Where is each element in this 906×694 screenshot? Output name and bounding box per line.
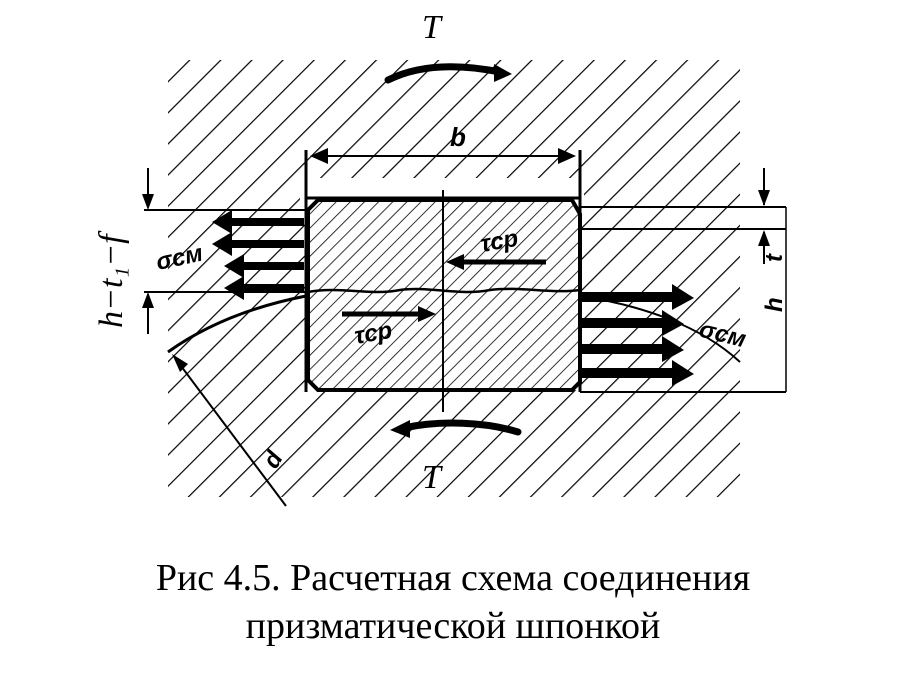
hub-slot-gap xyxy=(300,178,584,200)
shear-arrow-bottom xyxy=(342,306,436,322)
left-stress-arrows xyxy=(212,210,304,300)
shaft-radius xyxy=(172,354,287,507)
right-stress-arrows xyxy=(582,284,694,386)
shear-plane xyxy=(307,287,581,294)
label-t: t xyxy=(761,253,788,262)
label-torque-top: T xyxy=(422,9,443,46)
left-dimension xyxy=(142,168,306,334)
torque-arrow-top xyxy=(384,63,504,84)
key-joint-diagram: b T T σсм σсм τср τср h−t₁−f xyxy=(93,9,788,507)
shear-arrow-top xyxy=(446,254,546,270)
shaft-contour xyxy=(167,294,307,354)
label-tau-top: τср xyxy=(478,225,520,258)
caption-line-2: призматической шпонкой xyxy=(245,605,661,647)
right-dimensions xyxy=(580,168,787,393)
label-tau-bottom: τср xyxy=(352,317,394,350)
label-left-dimension: h−t₁−f xyxy=(93,230,130,328)
torque-arrow-bottom xyxy=(400,419,522,436)
label-b: b xyxy=(450,122,466,152)
label-h: h xyxy=(761,297,788,312)
caption-line-1: Рис 4.5. Расчетная схема соединения xyxy=(155,557,751,599)
label-torque-bottom: T xyxy=(422,459,443,496)
